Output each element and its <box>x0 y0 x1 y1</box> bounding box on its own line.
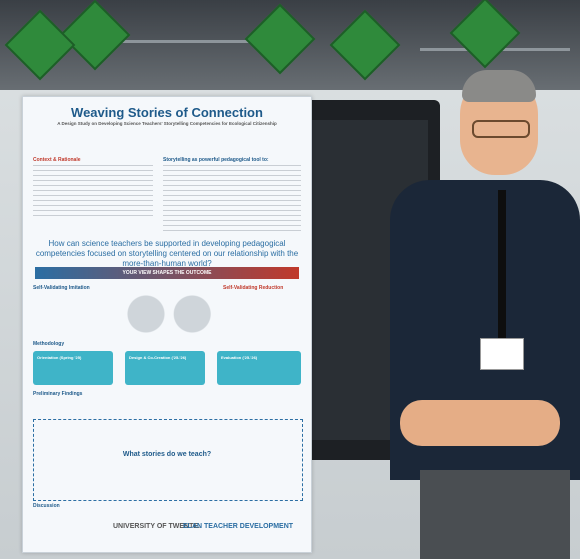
hanging-green-cube <box>244 3 316 75</box>
clasped-hands <box>400 400 560 446</box>
elan-logo: ELAN TEACHER DEVELOPMENT <box>183 523 294 530</box>
pants <box>420 470 570 559</box>
view-arrow-band: YOUR VIEW SHAPES THE OUTCOME <box>35 267 299 279</box>
context-text <box>33 165 153 217</box>
methodology-box-design: Design & Co-Creation ('25-'26) <box>125 351 205 385</box>
concept-illustration <box>113 289 223 339</box>
hanging-green-cube <box>449 0 521 69</box>
methodology-box-orientation: Orientation (Spring '25) <box>33 351 113 385</box>
research-poster: Weaving Stories of Connection A Design S… <box>22 96 312 553</box>
stories-heading: What stories do we teach? <box>122 451 212 458</box>
left-concept-label: Self-Validating Imitation <box>33 285 90 291</box>
poster-title: Weaving Stories of Connection <box>71 105 263 120</box>
lanyard <box>498 190 506 338</box>
context-heading: Context & Rationale <box>33 157 81 163</box>
name-badge <box>480 338 524 370</box>
poster-subtitle: A Design Study on Developing Science Tea… <box>57 121 277 126</box>
light-rail <box>80 40 280 43</box>
hanging-green-cube <box>59 0 131 71</box>
university-logo: UNIVERSITY OF TWENTE. <box>113 523 200 530</box>
storytelling-heading: Storytelling as powerful pedagogical too… <box>163 157 269 163</box>
methodology-box-evaluation: Evaluation ('25-'26) <box>217 351 301 385</box>
hair <box>462 70 536 102</box>
glasses <box>472 120 530 138</box>
methodology-heading: Methodology <box>33 341 65 347</box>
arrow-text: YOUR VIEW SHAPES THE OUTCOME <box>122 270 212 276</box>
preliminary-heading: Preliminary Findings <box>33 391 83 397</box>
presenter <box>380 70 580 559</box>
right-concept-label: Self-Validating Reduction <box>223 285 284 291</box>
hanging-green-cube <box>4 9 76 81</box>
storytelling-text <box>163 165 301 231</box>
discussion-heading: Discussion <box>33 503 60 509</box>
stories-section <box>33 419 303 501</box>
research-question: How can science teachers be supported in… <box>35 239 299 268</box>
